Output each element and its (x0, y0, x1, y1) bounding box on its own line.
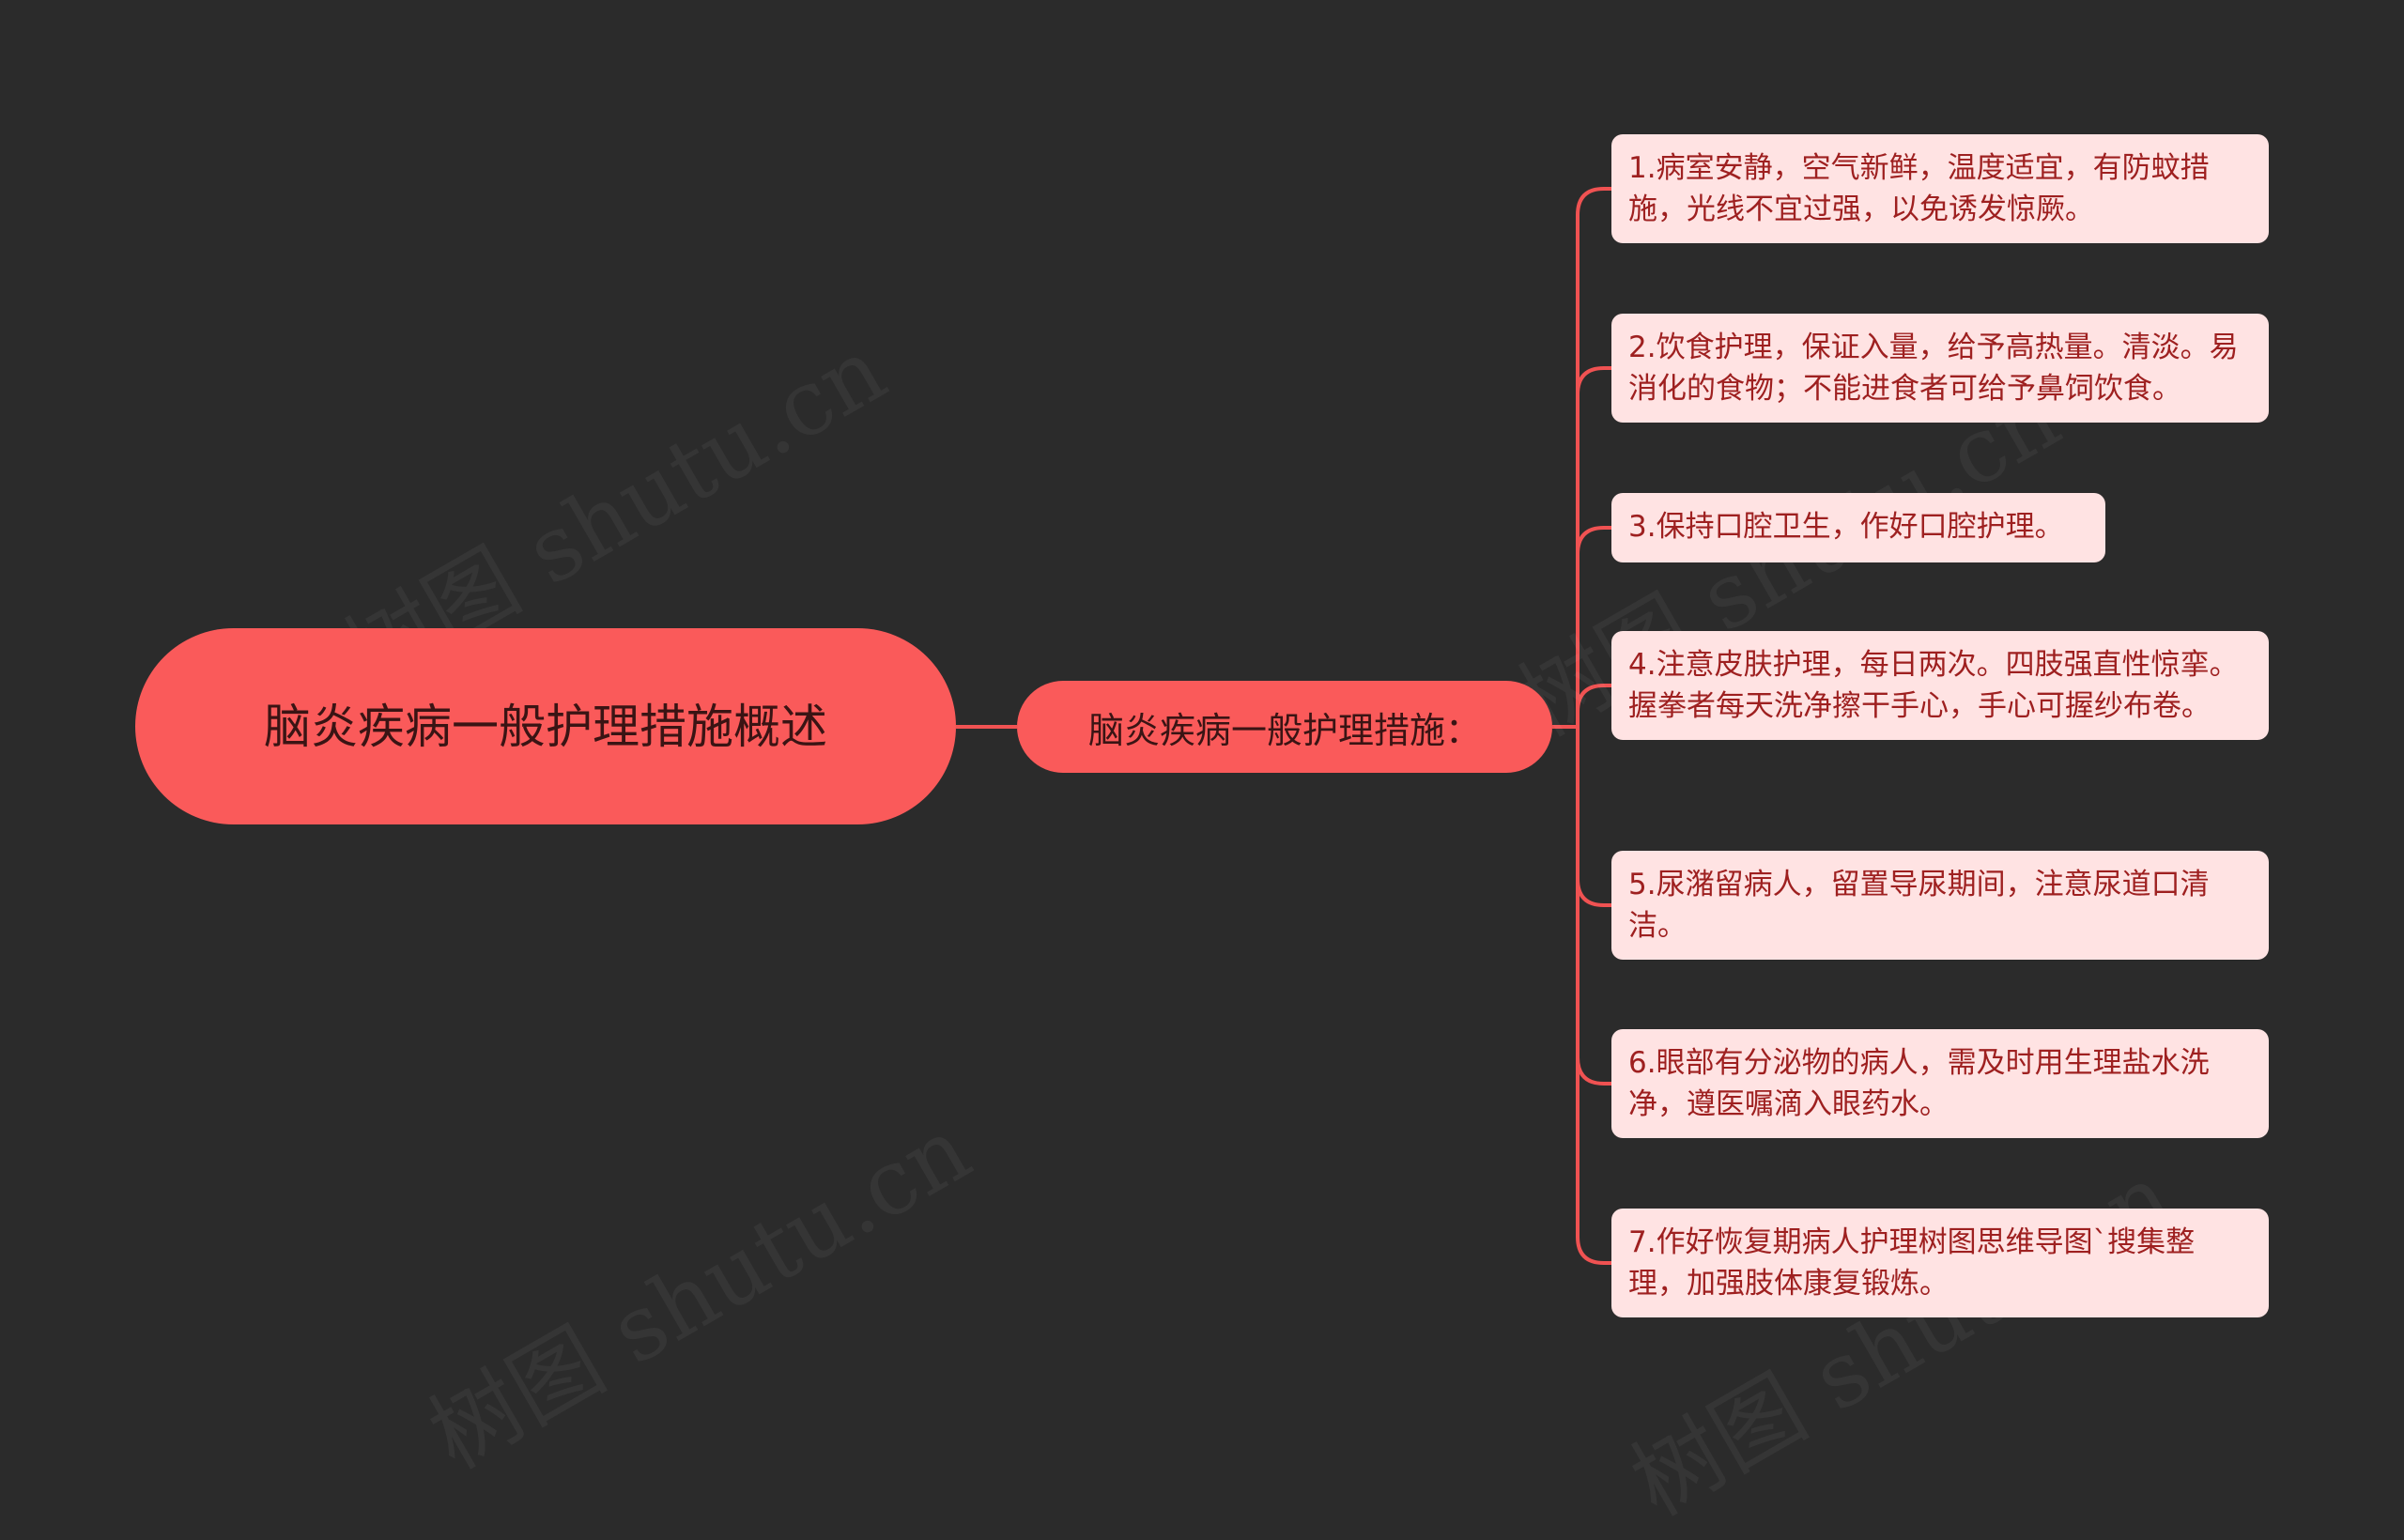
leaf-node-4[interactable]: 4.注意皮肤护理，每日两次。四肢强直性惊挛。握拳者每天洗净擦干手心，手心可握纱布… (1611, 631, 2269, 740)
leaf-node-7[interactable]: 7.作好恢复期病人护理树图思维导图`搜集整理，加强肢体康复锻炼。 (1611, 1209, 2269, 1317)
root-node[interactable]: 脑炎疾病一般护理措施概述 (135, 628, 956, 824)
branch-node[interactable]: 脑炎疾病一般护理措施： (1017, 681, 1552, 773)
leaf-node-label: 2.饮食护理，保证入量，给予高热量。清淡。易消化的食物；不能进食者可给予鼻饲饮食… (1628, 331, 2239, 406)
leaf-link-7 (1576, 727, 1611, 1265)
branch-node-label: 脑炎疾病一般护理措施： (1087, 709, 1481, 751)
root-node-label: 脑炎疾病一般护理措施概述 (264, 699, 827, 754)
leaf-node-label: 7.作好恢复期病人护理树图思维导图`搜集整理，加强肢体康复锻炼。 (1628, 1225, 2196, 1301)
mind-map-canvas: 树图 shutu.cn 树图 shutu.cn 树图 shutu.cn 树图 s… (135, 134, 2269, 1536)
leaf-node-5[interactable]: 5.尿潴留病人，留置导尿期间，注意尿道口清洁。 (1611, 851, 2269, 960)
leaf-node-2[interactable]: 2.饮食护理，保证入量，给予高热量。清淡。易消化的食物；不能进食者可给予鼻饲饮食… (1611, 314, 2269, 423)
leaf-link-4 (1576, 684, 1611, 727)
connector-lines (956, 187, 1611, 1265)
leaf-node-label: 3.保持口腔卫生，作好口腔护理。 (1628, 510, 2064, 544)
leaf-node-6[interactable]: 6.眼部有分泌物的病人，需及时用生理盐水洗净，遵医嘱滴入眼药水。 (1611, 1029, 2269, 1138)
leaf-node-3[interactable]: 3.保持口腔卫生，作好口腔护理。 (1611, 493, 2105, 562)
leaf-node-label: 4.注意皮肤护理，每日两次。四肢强直性惊挛。握拳者每天洗净擦干手心，手心可握纱布… (1628, 648, 2239, 723)
leaf-link-1 (1576, 187, 1611, 727)
leaf-link-3 (1576, 526, 1611, 727)
leaf-link-5 (1576, 727, 1611, 907)
leaf-node-label: 6.眼部有分泌物的病人，需及时用生理盐水洗净，遵医嘱滴入眼药水。 (1628, 1046, 2210, 1121)
leaf-link-2 (1576, 366, 1611, 727)
leaf-node-1[interactable]: 1.病室安静，空气新鲜，温度适宜，有防蚊措施，光线不宜过强，以免诱发惊厥。 (1611, 134, 2269, 243)
leaf-node-label: 5.尿潴留病人，留置导尿期间，注意尿道口清洁。 (1628, 868, 2210, 943)
leaf-node-label: 1.病室安静，空气新鲜，温度适宜，有防蚊措施，光线不宜过强，以免诱发惊厥。 (1628, 151, 2210, 226)
